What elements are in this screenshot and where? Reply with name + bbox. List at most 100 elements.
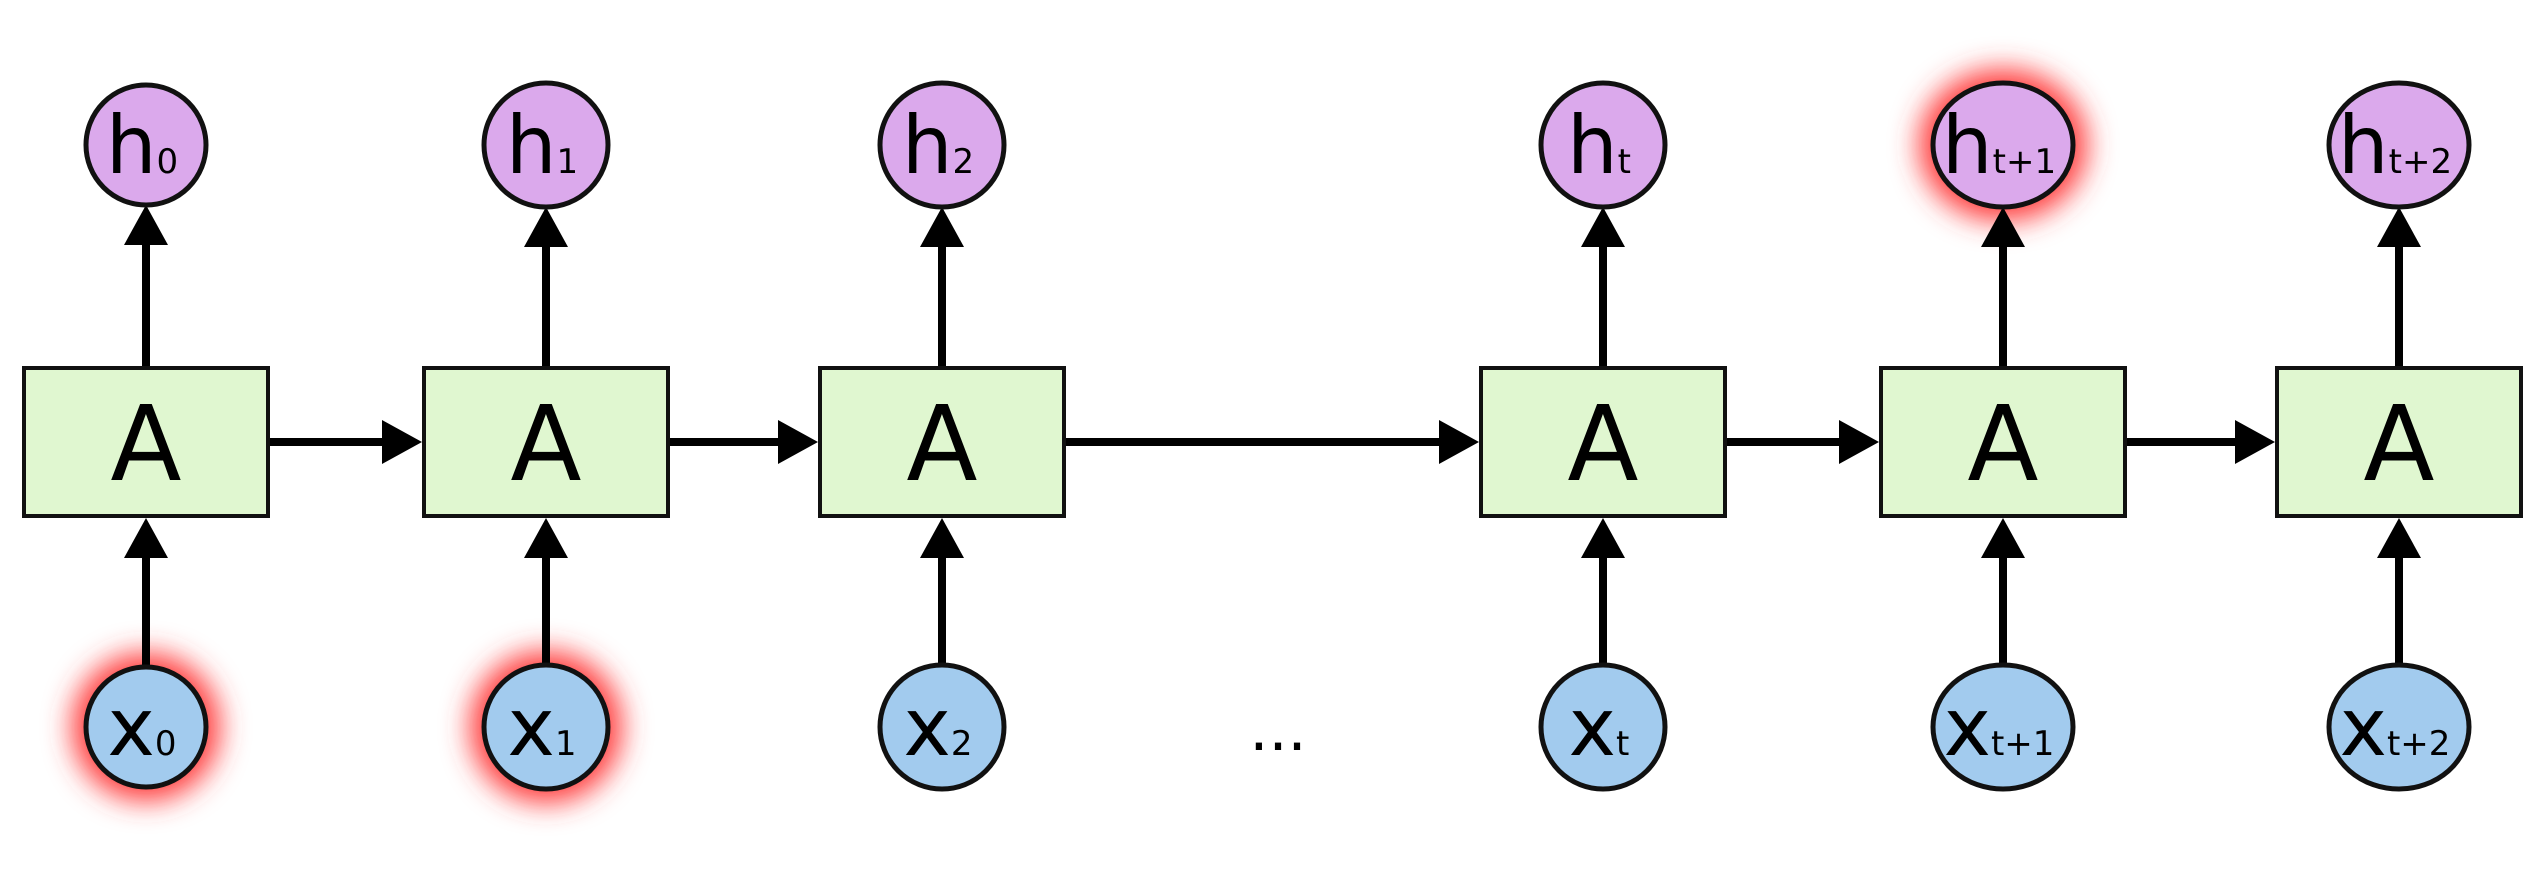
input-arrow-2 <box>920 518 964 665</box>
input-arrow-t-head <box>1581 518 1625 558</box>
input-arrow-0-head <box>124 518 168 558</box>
input-node-x0: x0 <box>83 664 209 790</box>
recurrent-arrow-3 <box>1066 420 1479 464</box>
input-node-xt-label-subscript: t <box>1616 724 1629 764</box>
recurrent-arrow-1-head <box>382 420 422 464</box>
recurrent-arrow-1 <box>270 420 422 464</box>
input-node-x2-circle <box>877 662 1007 792</box>
output-arrow-1 <box>524 207 568 366</box>
output-arrow-1-head <box>524 207 568 247</box>
input-arrow-tplus-2-head <box>2377 518 2421 558</box>
input-node-xtplus-2-label-subscript: t+2 <box>2387 724 2450 764</box>
rnn-cell-0-label: A <box>110 383 181 505</box>
recurrent-arrow-2 <box>670 420 818 464</box>
input-node-x1-label: x1 <box>508 681 577 774</box>
output-arrow-t-head <box>1581 207 1625 247</box>
input-node-xtplus-2-label: xt+2 <box>2340 681 2451 774</box>
input-arrow-tplus-1-head <box>1981 518 2025 558</box>
output-node-htplus-2-label-main: h <box>2338 99 2389 192</box>
output-arrow-0-head <box>124 205 168 245</box>
output-arrow-2-head <box>920 207 964 247</box>
rnn-cell-t: A <box>1479 366 1727 518</box>
rnn-cell-tplus-1: A <box>1879 366 2127 518</box>
output-node-h1-circle <box>481 80 611 210</box>
output-arrow-0 <box>124 205 168 366</box>
output-node-h1-label-subscript: 1 <box>557 142 579 182</box>
rnn-cell-tplus-2: A <box>2275 366 2523 518</box>
input-node-xtplus-1-circle <box>1930 662 2076 792</box>
rnn-cell-tplus-1-label: A <box>1967 383 2038 505</box>
output-node-htplus-2-label-subscript: t+2 <box>2389 142 2452 182</box>
recurrent-arrow-5-head <box>2235 420 2275 464</box>
input-node-xtplus-1-label-main: x <box>1944 681 1991 774</box>
input-node-x2-label-main: x <box>904 681 951 774</box>
output-node-h2-label: h2 <box>902 99 974 192</box>
output-node-htplus-1-label: ht+1 <box>1942 99 2056 192</box>
rnn-cell-2: A <box>818 366 1066 518</box>
output-node-htplus-2: ht+2 <box>2326 80 2472 210</box>
output-arrow-tplus-1-head <box>1981 207 2025 247</box>
input-node-xtplus-1-label-subscript: t+1 <box>1991 724 2054 764</box>
output-arrow-tplus-2-head <box>2377 207 2421 247</box>
output-node-htplus-1-label-subscript: t+1 <box>1993 142 2056 182</box>
rnn-cell-t-label: A <box>1567 383 1638 505</box>
rnn-cell-tplus-1-box <box>1879 366 2127 518</box>
input-node-xtplus-2-circle <box>2326 662 2472 792</box>
input-arrow-0 <box>124 518 168 667</box>
input-arrow-tplus-1 <box>1981 518 2025 665</box>
output-node-h2: h2 <box>877 80 1007 210</box>
output-node-h2-label-main: h <box>902 99 953 192</box>
input-node-x0-circle <box>83 664 209 790</box>
output-node-h0-label: h0 <box>106 99 178 192</box>
input-node-x0-label-subscript: 0 <box>155 724 177 764</box>
input-node-xtplus-2: xt+2 <box>2326 662 2472 792</box>
output-node-htplus-2-circle <box>2326 80 2472 210</box>
recurrent-arrow-2-head <box>778 420 818 464</box>
input-node-x2-label: x2 <box>904 681 973 774</box>
output-node-h0-label-subscript: 0 <box>157 142 179 182</box>
input-node-x1-circle <box>481 662 611 792</box>
rnn-cell-1-label: A <box>510 383 581 505</box>
output-node-htplus-1-label-main: h <box>1942 99 1993 192</box>
output-arrow-2 <box>920 207 964 366</box>
output-node-ht-circle <box>1538 80 1668 210</box>
rnn-cell-2-label: A <box>906 383 977 505</box>
input-arrow-tplus-2 <box>2377 518 2421 665</box>
output-node-h2-label-subscript: 2 <box>953 142 975 182</box>
output-node-ht: ht <box>1538 80 1668 210</box>
recurrent-arrow-4 <box>1727 420 1879 464</box>
input-node-xtplus-1-label: xt+1 <box>1944 681 2055 774</box>
output-node-h0-circle <box>83 82 209 208</box>
output-arrow-t <box>1581 207 1625 366</box>
rnn-cell-1: A <box>422 366 670 518</box>
input-node-xt-circle <box>1538 662 1668 792</box>
rnn-cell-0-box <box>22 366 270 518</box>
output-node-h2-circle <box>877 80 1007 210</box>
ellipsis-label: ... <box>1249 695 1306 765</box>
input-node-xt-label: xt <box>1569 681 1630 774</box>
rnn-cell-2-box <box>818 366 1066 518</box>
rnn-cell-tplus-2-box <box>2275 366 2523 518</box>
recurrent-arrow-5 <box>2127 420 2275 464</box>
output-node-ht-label: ht <box>1567 99 1631 192</box>
input-node-xt-label-main: x <box>1569 681 1616 774</box>
output-node-h1-label-main: h <box>506 99 557 192</box>
input-node-x2-label-subscript: 2 <box>951 724 973 764</box>
input-node-x1-label-subscript: 1 <box>555 724 577 764</box>
rnn-cell-0: A <box>22 366 270 518</box>
output-arrow-tplus-1 <box>1981 207 2025 366</box>
input-node-x0-label: x0 <box>108 681 177 774</box>
recurrent-arrow-4-head <box>1839 420 1879 464</box>
input-arrow-1-head <box>524 518 568 558</box>
input-node-x2: x2 <box>877 662 1007 792</box>
rnn-cell-tplus-2-label: A <box>2363 383 2434 505</box>
output-node-h0: h0 <box>83 82 209 208</box>
input-node-xt: xt <box>1538 662 1668 792</box>
input-arrow-1 <box>524 518 568 665</box>
connections-layer <box>124 205 2421 667</box>
output-node-h0-label-main: h <box>106 99 157 192</box>
input-node-x1-label-main: x <box>508 681 555 774</box>
